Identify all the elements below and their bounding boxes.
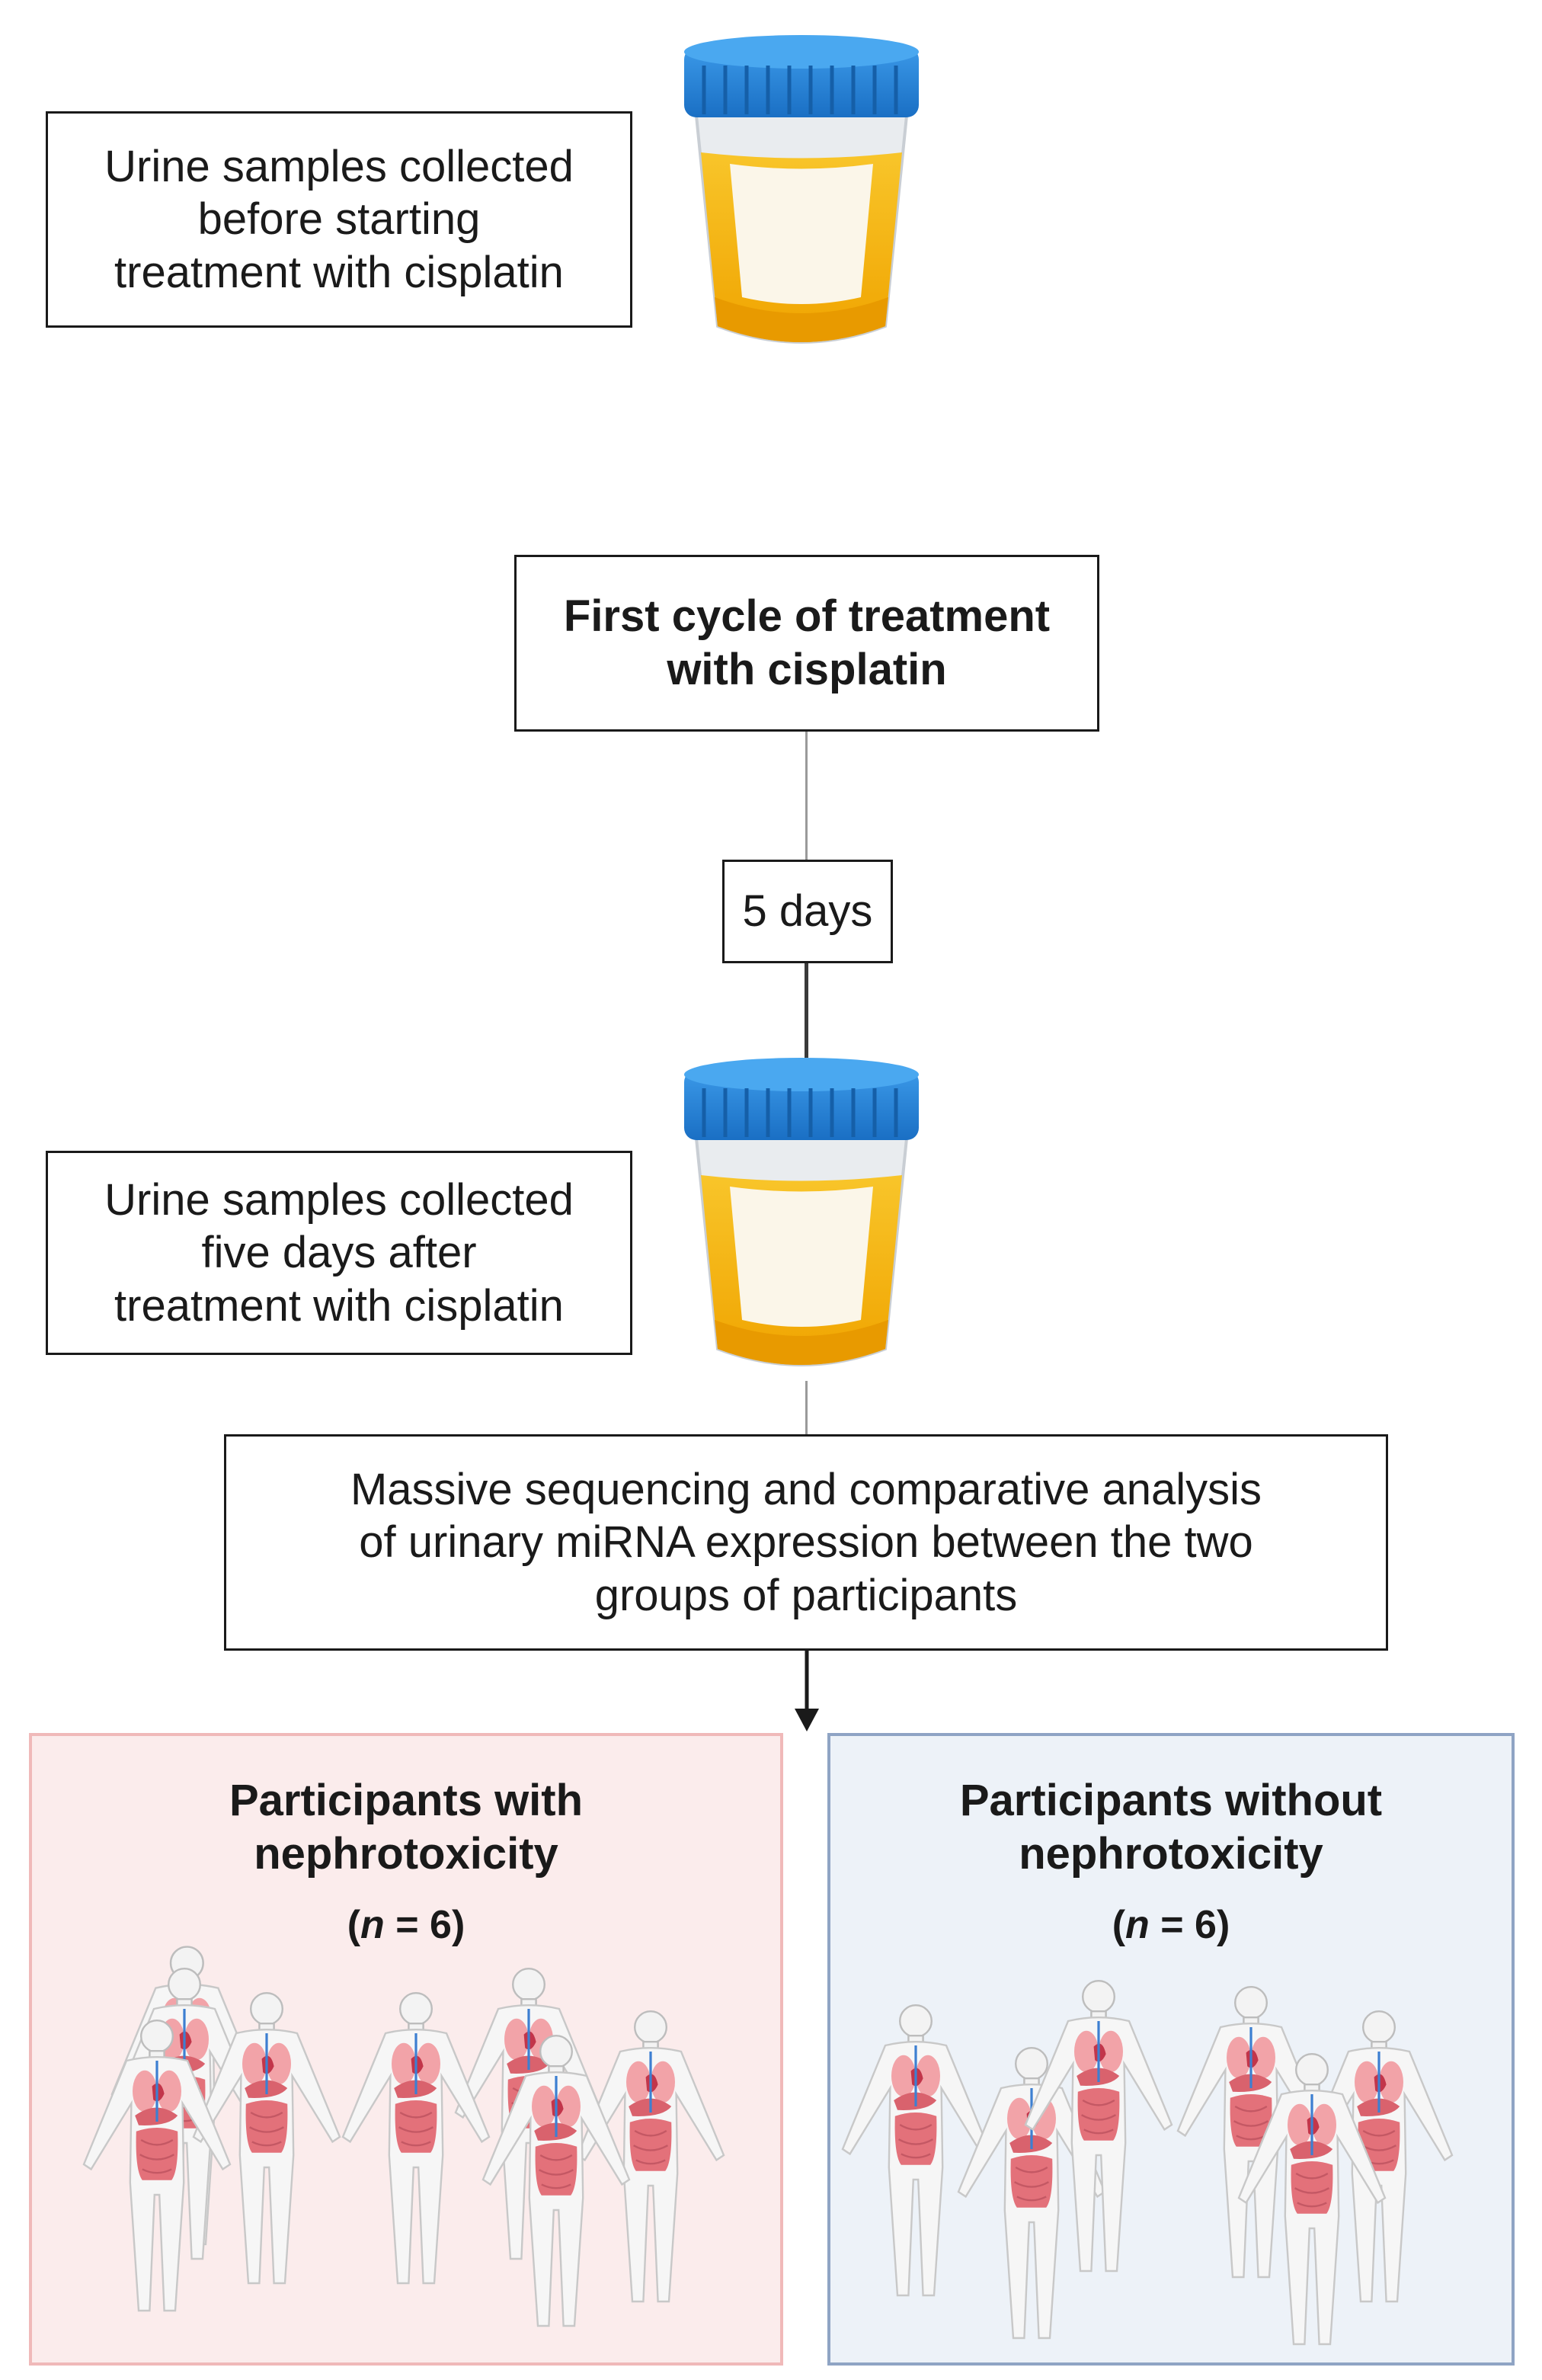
- group-without-count: (n = 6): [830, 1902, 1512, 1948]
- first-cycle-box: First cycle of treatment with cisplatin: [514, 555, 1099, 732]
- group-with-title: Participants with nephrotoxicity: [32, 1774, 780, 1880]
- group-with-n-rest: = 6): [384, 1903, 465, 1947]
- connector-cup-analysis: [805, 1381, 808, 1436]
- post-line-1: Urine samples collected: [104, 1174, 574, 1225]
- group-with-n-open: (: [347, 1903, 361, 1947]
- interval-box: 5 days: [722, 860, 893, 963]
- participants-figures: [82, 1945, 725, 2327]
- group-with-title-line-1: Participants with: [229, 1776, 584, 1825]
- group-without-nephrotoxicity: Participants without nephrotoxicity (n =…: [827, 1733, 1515, 2366]
- urine-cup-icon: [684, 1058, 919, 1366]
- interval-label: 5 days: [742, 886, 873, 937]
- arrow-down-icon: [795, 1651, 819, 1731]
- post-line-2: five days after: [201, 1228, 477, 1278]
- group-with-title-line-2: nephrotoxicity: [254, 1828, 558, 1879]
- analysis-line-1: Massive sequencing and comparative analy…: [350, 1464, 1262, 1514]
- pre-line-2: before starting: [197, 194, 481, 245]
- cycle-line-1: First cycle of treatment: [563, 591, 1051, 642]
- group-without-n-open: (: [1112, 1903, 1126, 1947]
- post-treatment-sample-box: Urine samples collected five days after …: [46, 1151, 632, 1355]
- connector-interval-cup: [805, 963, 808, 1058]
- pre-treatment-sample-box: Urine samples collected before starting …: [46, 111, 632, 328]
- group-without-title-line-2: nephrotoxicity: [1019, 1828, 1323, 1879]
- connector-cycle-interval: [805, 732, 808, 860]
- post-line-3: treatment with cisplatin: [114, 1280, 564, 1331]
- group-with-n-symbol: n: [360, 1903, 385, 1947]
- group-with-count: (n = 6): [32, 1902, 780, 1948]
- group-without-title: Participants without nephrotoxicity: [830, 1774, 1512, 1880]
- group-with-nephrotoxicity: Participants with nephrotoxicity (n = 6): [29, 1733, 783, 2366]
- participants-figures: [841, 1979, 1454, 2346]
- pre-line-1: Urine samples collected: [104, 141, 574, 191]
- pre-line-3: treatment with cisplatin: [114, 247, 564, 297]
- analysis-box: Massive sequencing and comparative analy…: [224, 1434, 1388, 1651]
- urine-cup-icon: [684, 35, 919, 344]
- cycle-line-2: with cisplatin: [667, 645, 947, 694]
- analysis-line-3: groups of participants: [594, 1570, 1018, 1620]
- analysis-line-2: of urinary miRNA expression between the …: [359, 1517, 1253, 1568]
- group-without-n-symbol: n: [1125, 1903, 1150, 1947]
- group-without-title-line-1: Participants without: [959, 1776, 1383, 1825]
- group-without-n-rest: = 6): [1149, 1903, 1230, 1947]
